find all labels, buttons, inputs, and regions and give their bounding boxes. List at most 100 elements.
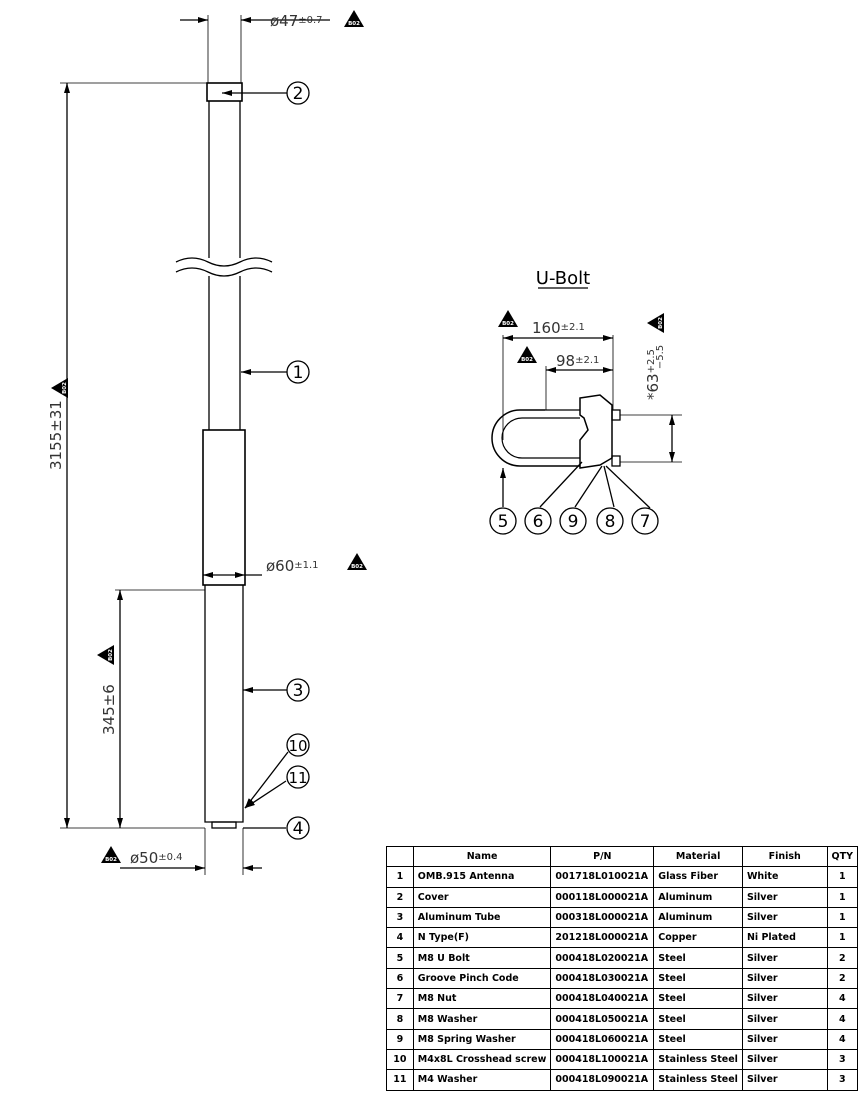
table-cell: 000118L000021A	[550, 886, 655, 908]
top-diameter-dim: ø47±0.7	[270, 12, 323, 30]
triangle-label: B02	[105, 857, 117, 863]
table-cell: 201218L000021A	[550, 927, 655, 949]
table-cell: 000418L090021A	[550, 1069, 655, 1091]
total-length-dim: 3155±31	[47, 400, 65, 470]
table-cell: 2	[386, 886, 414, 908]
table-cell: 1	[826, 927, 858, 949]
balloon-3: 3	[293, 681, 304, 701]
table-cell: M8 Spring Washer	[412, 1028, 552, 1050]
table-cell: Steel	[653, 947, 743, 969]
bottom-diameter-dim: ø50±0.4	[130, 849, 183, 867]
ubolt-title: U-Bolt	[536, 268, 590, 289]
table-cell: 000418L060021A	[550, 1028, 655, 1050]
table-cell: 1	[386, 866, 414, 888]
table-cell: 000418L040021A	[550, 988, 655, 1010]
table-cell: Aluminum	[653, 886, 743, 908]
b02-triangle-mark: B02	[344, 10, 364, 27]
mid-diameter-dim: ø60±1.1	[266, 557, 319, 575]
balloon-5: 5	[498, 512, 509, 532]
table-cell: 4	[386, 927, 414, 949]
table-cell: Aluminum Tube	[412, 906, 552, 929]
table-cell: 000418L100021A	[550, 1048, 655, 1071]
table-cell: 000418L020021A	[550, 947, 655, 969]
balloon-4: 4	[293, 819, 304, 839]
table-cell: M4 Washer	[412, 1069, 552, 1091]
table-cell: Steel	[653, 1008, 743, 1030]
column-header: Material	[653, 845, 743, 868]
balloon-2: 2	[293, 84, 304, 104]
balloon-11: 11	[288, 769, 307, 787]
table-cell: 1	[826, 886, 858, 908]
triangle-label: B02	[502, 321, 514, 327]
table-cell: 5	[386, 947, 414, 969]
table-cell: 000418L030021A	[550, 967, 655, 990]
column-header	[386, 845, 414, 868]
antenna-body	[175, 82, 273, 829]
table-cell: Silver	[741, 1048, 828, 1071]
table-cell: Steel	[653, 1028, 743, 1050]
table-cell: Groove Pinch Code	[412, 967, 552, 990]
b02-triangle-mark: B02	[498, 310, 518, 327]
table-cell: Stainless Steel	[653, 1048, 743, 1071]
table-cell: Silver	[741, 967, 828, 990]
table-cell: M4x8L Crosshead screw	[412, 1048, 552, 1071]
table-cell: Cover	[412, 886, 552, 908]
column-header: Name	[412, 845, 552, 868]
table-cell: Glass Fiber	[653, 866, 743, 888]
balloon-6: 6	[533, 512, 544, 532]
lower-length-dim: 345±6	[100, 684, 118, 735]
table-cell: 9	[386, 1028, 414, 1050]
table-cell: Ni Plated	[741, 927, 828, 949]
ubolt-inner-dim: 98±2.1	[556, 352, 599, 370]
b02-triangle-mark: B02	[347, 553, 367, 570]
b02-triangle-mark: B02	[97, 645, 114, 665]
triangle-label: B02	[62, 382, 68, 394]
triangle-label: B02	[108, 649, 114, 661]
table-cell: Silver	[741, 1069, 828, 1091]
balloon-7: 7	[640, 512, 651, 532]
table-cell: 10	[386, 1048, 414, 1071]
b02-triangle-mark: B02	[647, 313, 664, 333]
b02-triangle-mark: B02	[101, 846, 121, 863]
table-cell: 4	[826, 988, 858, 1010]
table-cell: 7	[386, 988, 414, 1010]
table-cell: Silver	[741, 947, 828, 969]
table-cell: M8 Washer	[412, 1008, 552, 1030]
table-cell: Silver	[741, 988, 828, 1010]
table-cell: 11	[386, 1069, 414, 1091]
table-cell: OMB.915 Antenna	[412, 866, 552, 888]
table-cell: 3	[826, 1048, 858, 1071]
table-cell: 3	[386, 906, 414, 929]
table-cell: 6	[386, 967, 414, 990]
table-cell: White	[741, 866, 828, 888]
b02-triangle-mark: B02	[51, 378, 68, 398]
triangle-label: B02	[521, 357, 533, 363]
table-cell: Silver	[741, 1028, 828, 1050]
table-cell: Steel	[653, 967, 743, 990]
table-cell: 1	[826, 906, 858, 929]
table-cell: 000318L000021A	[550, 906, 655, 929]
ubolt-drawing	[491, 394, 621, 469]
table-cell: Stainless Steel	[653, 1069, 743, 1091]
table-cell: 000418L050021A	[550, 1008, 655, 1030]
column-header: P/N	[550, 845, 655, 868]
table-cell: Silver	[741, 906, 828, 929]
balloon-9: 9	[568, 512, 579, 532]
table-cell: N Type(F)	[412, 927, 552, 949]
table-cell: Silver	[741, 886, 828, 908]
b02-triangle-mark: B02	[517, 346, 537, 363]
table-cell: M8 U Bolt	[412, 947, 552, 969]
ubolt-width-dim: 160±2.1	[532, 319, 585, 337]
